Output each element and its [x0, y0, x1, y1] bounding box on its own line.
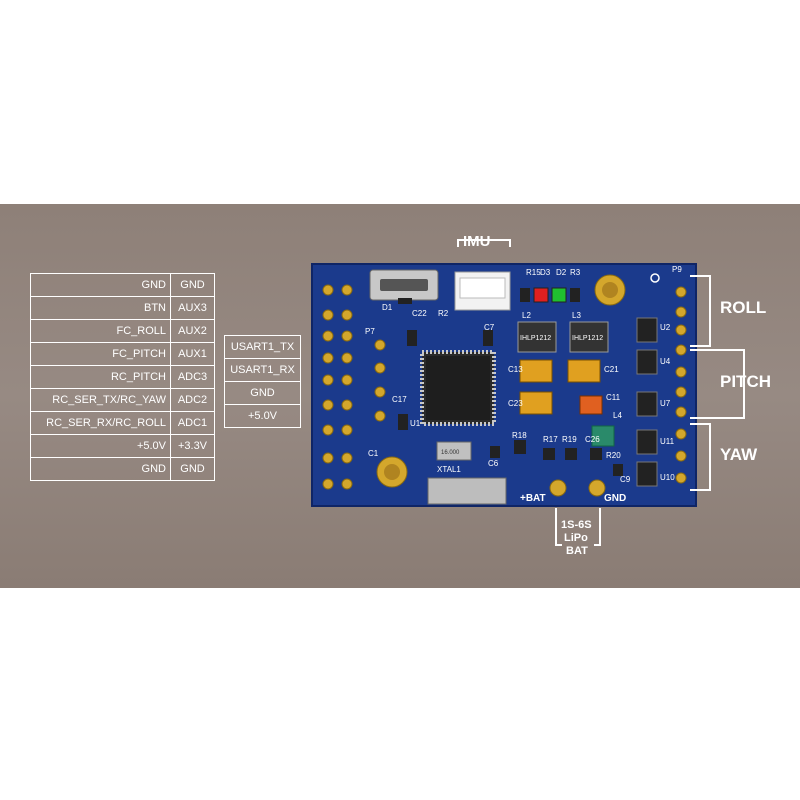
label-gnd: GND [604, 493, 627, 504]
chip-u7 [636, 391, 658, 417]
silk-r19: R19 [562, 435, 577, 444]
led-red [533, 287, 549, 303]
uart-cell: GND [224, 381, 301, 405]
label-battery-3: BAT [566, 545, 588, 557]
bat-plus-pad [549, 479, 567, 497]
silk-r2: R2 [438, 309, 449, 318]
silk-r17: R17 [543, 435, 558, 444]
pinout-pin: GND [170, 273, 215, 297]
label-pitch: PITCH [720, 372, 771, 391]
silk-c11: C11 [606, 393, 621, 402]
capacitor-c21 [567, 359, 601, 383]
uart-cell: +5.0V [224, 404, 301, 428]
silk-r20: R20 [606, 451, 621, 460]
capacitor-c11 [579, 395, 603, 415]
capacitor-c23 [519, 391, 553, 415]
silk-ind2: IHLP1212 [572, 335, 603, 342]
silk-xtal1: XTAL1 [437, 465, 461, 474]
silk-d1: D1 [382, 303, 393, 312]
pinout-signal: RC_PITCH [30, 365, 171, 389]
uart-cell: USART1_RX [224, 358, 301, 382]
silk-xtal-mark: 16.000 [441, 450, 460, 456]
pinout-signal: GND [30, 273, 171, 297]
right-header-pads [675, 286, 687, 484]
component-l4 [591, 425, 615, 447]
label-yaw: YAW [720, 445, 758, 464]
silk-c6: C6 [488, 459, 499, 468]
label-battery-1: 1S-6S [561, 519, 592, 531]
pinout-signal: RC_SER_RX/RC_ROLL [30, 411, 171, 435]
silk-p7: P7 [365, 327, 375, 336]
silk-c21: C21 [604, 365, 619, 374]
label-bat-plus: +BAT [520, 493, 546, 504]
label-roll: ROLL [720, 298, 767, 317]
silk-c26: C26 [585, 435, 600, 444]
silk-ind1: IHLP1212 [520, 335, 551, 342]
silk-r3: R3 [570, 268, 581, 277]
pinout-pin: ADC2 [170, 388, 215, 412]
label-imu: IMU [463, 233, 491, 250]
pinout-signal: RC_SER_TX/RC_YAW [30, 388, 171, 412]
bat-gnd-pad [588, 479, 606, 497]
silk-c7: C7 [484, 323, 495, 332]
silk-c9: C9 [620, 475, 631, 484]
led-green [551, 287, 567, 303]
silk-c22: C22 [412, 309, 427, 318]
silk-c13: C13 [508, 365, 523, 374]
pinout-pin: ADC3 [170, 365, 215, 389]
pinout-signal: FC_PITCH [30, 342, 171, 366]
pinout-signal: GND [30, 457, 171, 481]
uart-pads [374, 339, 386, 422]
pinout-pin: AUX2 [170, 319, 215, 343]
silk-l3: L3 [572, 311, 581, 320]
silk-c17: C17 [392, 395, 407, 404]
silk-u7: U7 [660, 399, 671, 408]
silk-u11: U11 [660, 437, 675, 446]
pinout-signal: FC_ROLL [30, 319, 171, 343]
silk-u2: U2 [660, 323, 671, 332]
silk-u4: U4 [660, 357, 671, 366]
chip-u10 [636, 461, 658, 487]
silk-d2: D2 [556, 268, 567, 277]
silk-u10: U10 [660, 473, 675, 482]
chip-u2 [636, 317, 658, 343]
silk-p9: P9 [672, 265, 682, 274]
silk-l4: L4 [613, 411, 622, 420]
inductor-l2 [517, 321, 557, 353]
crystal-xtal1 [436, 441, 472, 461]
pinout-signal: BTN [30, 296, 171, 320]
label-battery-2: LiPo [564, 532, 588, 544]
pinout-pin: GND [170, 457, 215, 481]
capacitor-c13 [519, 359, 553, 383]
bottom-connector [427, 477, 507, 505]
silk-u1: U1 [410, 419, 421, 428]
chip-u11 [636, 429, 658, 455]
pinout-pin: +3.3V [170, 434, 215, 458]
left-header-pads [322, 284, 353, 490]
inductor-l3 [569, 321, 609, 353]
chip-u4 [636, 349, 658, 375]
silk-r15: R15 [526, 268, 541, 277]
uart-table: USART1_TX USART1_RX GND +5.0V [224, 335, 301, 428]
silk-l2: L2 [522, 311, 531, 320]
pinout-row: +5.0V+3.3V [30, 434, 215, 458]
silk-r18: R18 [512, 431, 527, 440]
silk-c1: C1 [368, 449, 379, 458]
silk-d3: D3 [540, 268, 551, 277]
silk-c23: C23 [508, 399, 523, 408]
